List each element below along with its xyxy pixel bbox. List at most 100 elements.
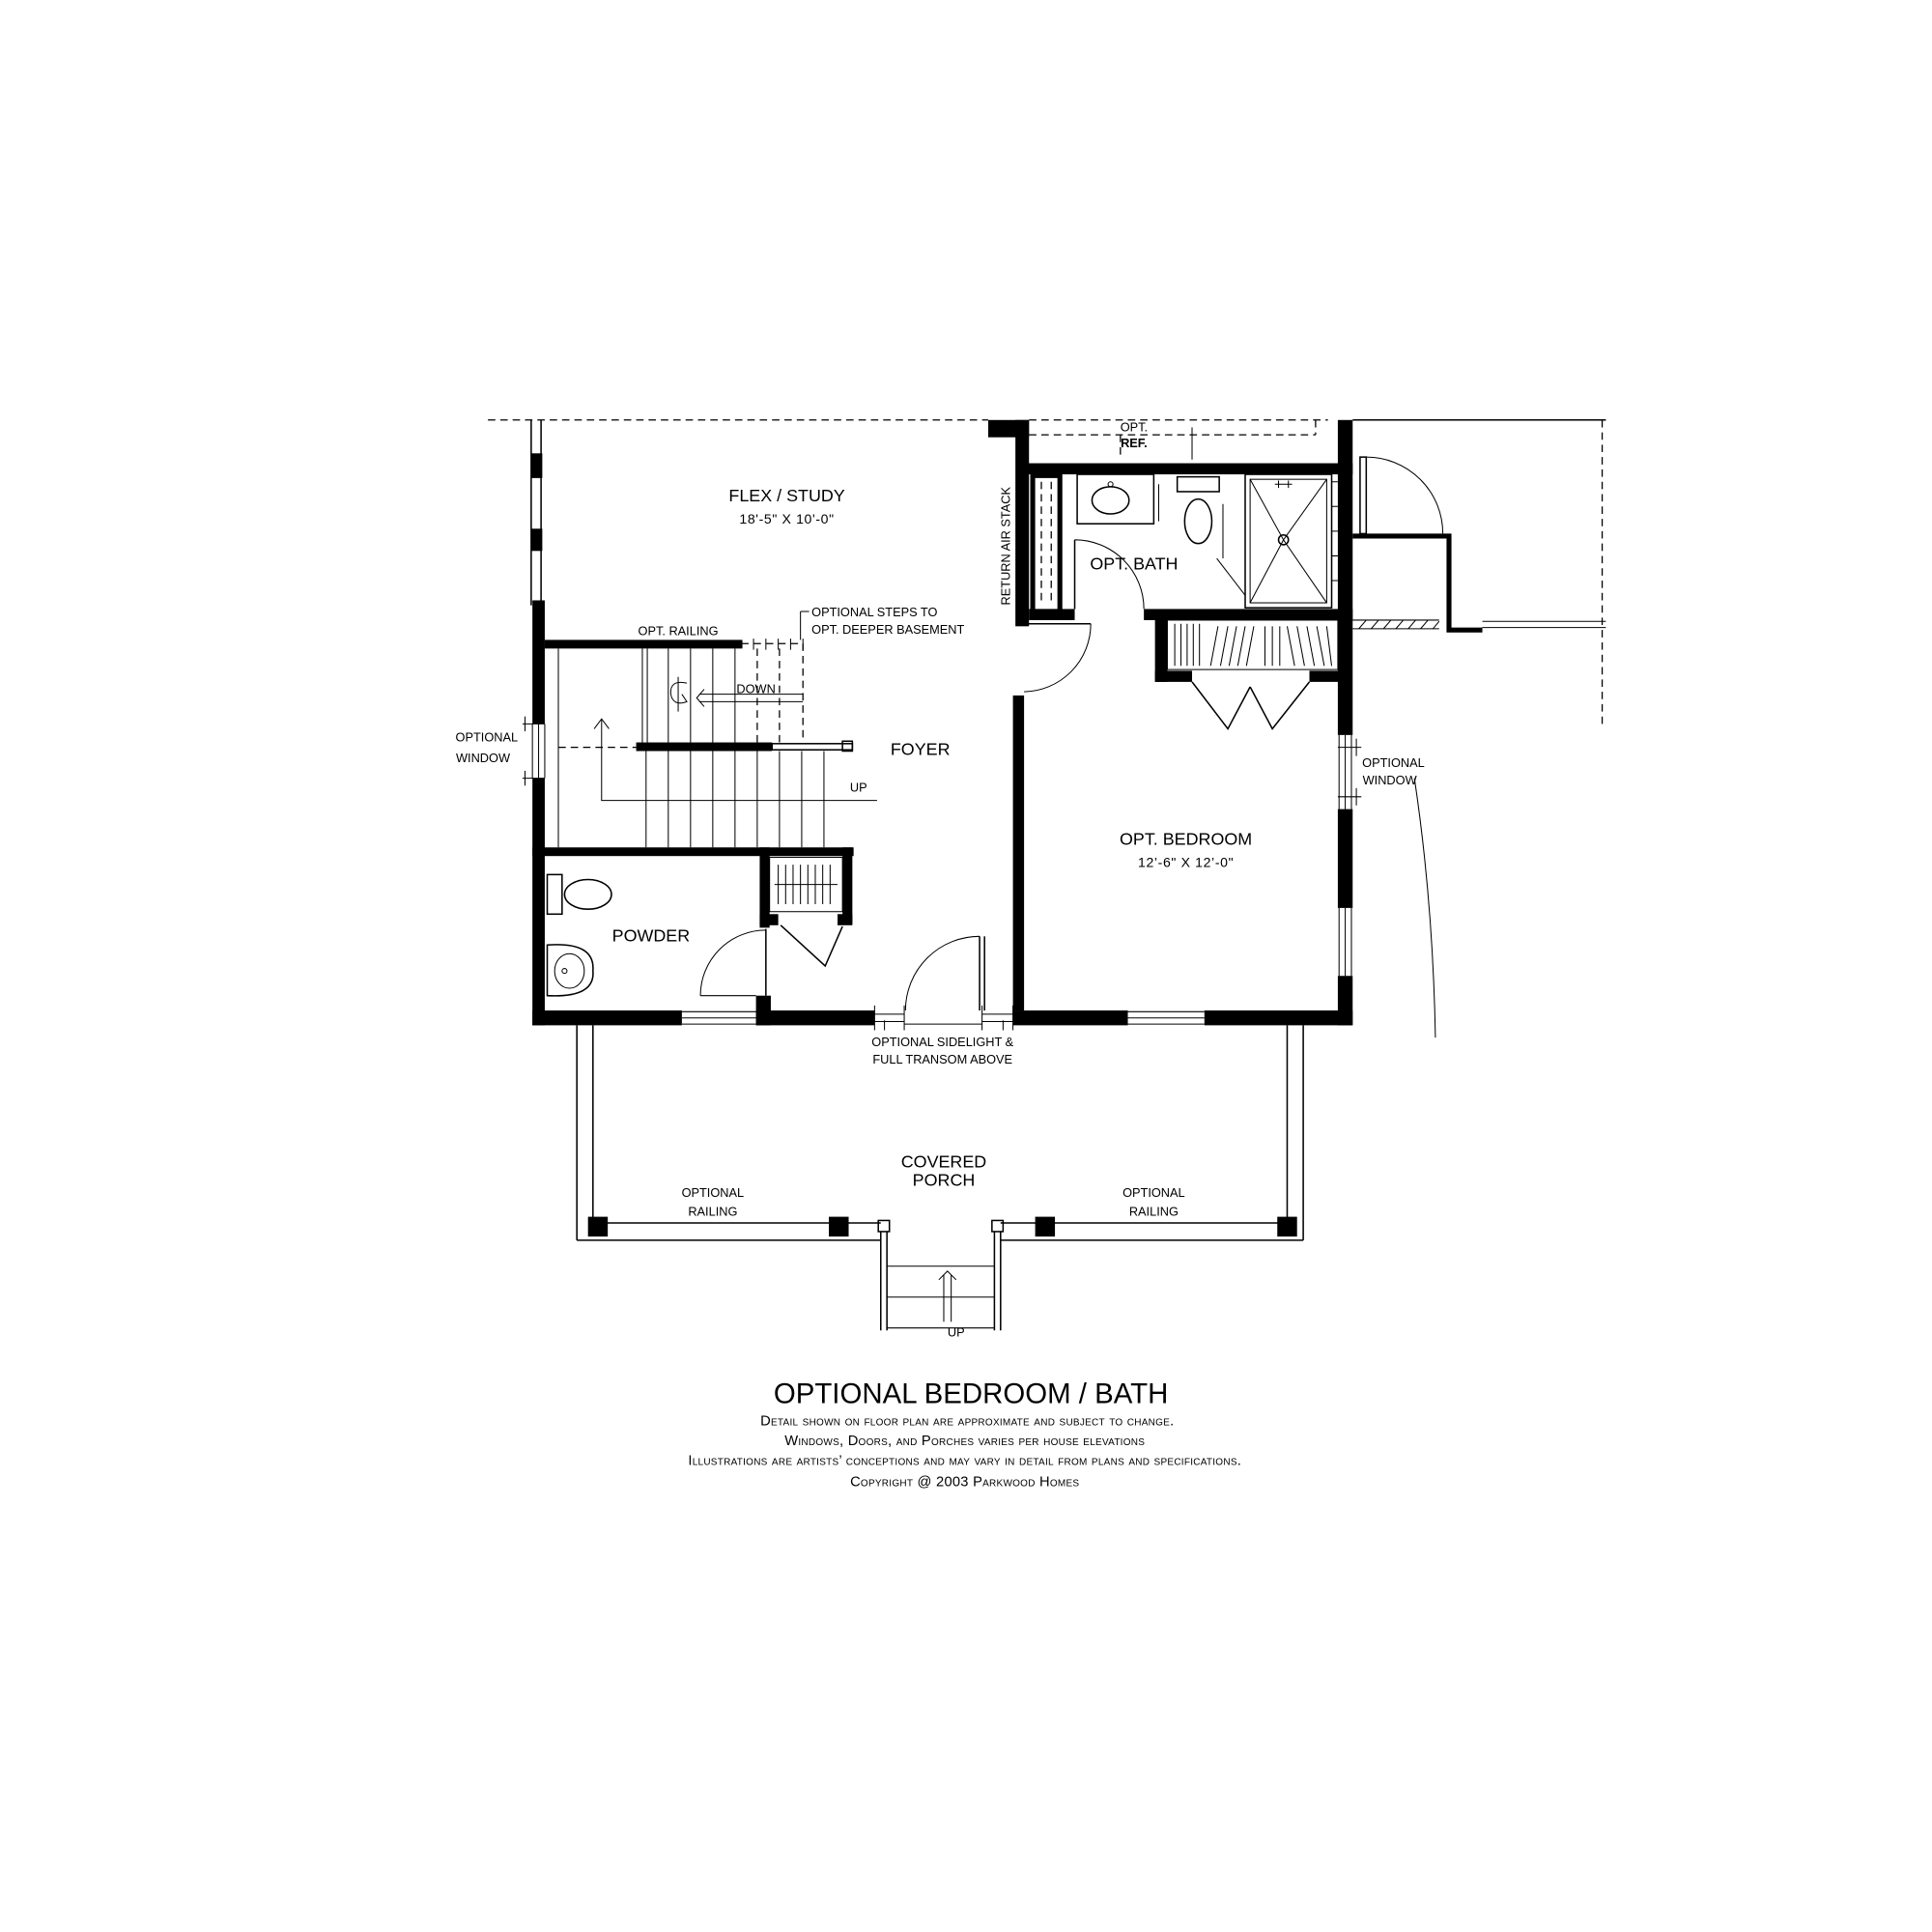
porch-steps xyxy=(879,1231,1002,1331)
room-size-opt-bedroom: 12’-6" X 12’-0" xyxy=(1138,855,1234,870)
sidelight-right xyxy=(981,1005,1014,1031)
shower-drain xyxy=(1277,533,1290,546)
shower-door xyxy=(1216,557,1246,596)
wall-stack-left xyxy=(1015,419,1030,627)
door-swing xyxy=(1074,539,1145,610)
powder-sink xyxy=(546,944,594,997)
door-swing xyxy=(699,929,766,996)
label-up-porch: UP xyxy=(948,1325,965,1340)
stack-chase xyxy=(1030,472,1063,614)
doors xyxy=(699,456,1606,1038)
bifold-door xyxy=(1249,681,1311,730)
exterior-curve xyxy=(1413,778,1436,1038)
label-optional-steps-2: OPT. DEEPER BASEMENT xyxy=(811,622,964,637)
wall-stair-mid xyxy=(636,742,773,752)
wall-bottom-4 xyxy=(1204,1010,1353,1026)
wall-coat-left xyxy=(759,847,770,928)
bath-door xyxy=(1073,539,1145,610)
shower-valve xyxy=(1274,480,1293,489)
wall-bath-top xyxy=(1022,463,1353,475)
return-air-stack xyxy=(1030,472,1063,614)
bifold-door xyxy=(780,924,843,968)
footer-note-2: Windows, Doors, and Porches varies per h… xyxy=(784,1434,1145,1449)
room-size-flex-study: 18'-5" X 10'-0" xyxy=(739,511,834,526)
window-bottom-left xyxy=(681,1010,756,1025)
label-railing-right-1: OPTIONAL xyxy=(1122,1185,1185,1200)
sidelight-left xyxy=(873,1005,905,1031)
footer-note-3: Illustrations are artists’ conceptions a… xyxy=(688,1454,1241,1469)
door-swing xyxy=(904,935,980,1011)
bifold-door xyxy=(1191,681,1251,730)
shower-pan-inner xyxy=(1249,478,1327,604)
window-bottom-right xyxy=(1127,1010,1205,1025)
plan-title: OPTIONAL BEDROOM / BATH xyxy=(774,1378,1168,1410)
wall-pier xyxy=(530,528,543,552)
footer: OPTIONAL BEDROOM / BATH Detail shown on … xyxy=(688,1378,1241,1491)
bedroom-door xyxy=(1024,623,1092,693)
porch-post xyxy=(587,1216,609,1237)
wall-stack-cap xyxy=(988,419,1030,438)
label-right-window-2: WINDOW xyxy=(1363,773,1417,787)
sink-drain xyxy=(561,968,568,975)
vanity-sink xyxy=(1091,486,1130,515)
room-name-powder: POWDER xyxy=(612,925,691,945)
label-sidelight-1: OPTIONAL SIDELIGHT & xyxy=(871,1035,1013,1049)
bath-vanity xyxy=(1076,473,1159,525)
room-name-foyer: FOYER xyxy=(891,739,951,758)
closet-hangers xyxy=(774,865,838,905)
wall-left-lower xyxy=(532,778,545,1026)
down-arrow xyxy=(696,689,804,707)
wall-closet-left xyxy=(1154,617,1168,682)
bath-shower xyxy=(1244,473,1338,609)
wall-pier xyxy=(530,453,543,478)
window-right-optional xyxy=(1337,734,1362,810)
wall-left-upper xyxy=(532,600,545,724)
room-name-covered: COVERED xyxy=(901,1151,987,1171)
toilet-tank xyxy=(546,873,563,916)
wall-bottom-1 xyxy=(532,1010,682,1026)
room-name-flex-study: FLEX / STUDY xyxy=(728,486,844,505)
closet-shelf-outline xyxy=(769,856,843,913)
front-door xyxy=(904,935,985,1011)
label-return-air-stack: RETURN AIR STACK xyxy=(999,486,1013,605)
toilet-bowl xyxy=(563,878,612,910)
pedestal-sink xyxy=(546,944,594,997)
porch-post xyxy=(1277,1216,1297,1237)
shower-pan xyxy=(1244,473,1333,609)
wall-right-2 xyxy=(1337,809,1353,908)
wall-stair-top xyxy=(544,639,743,649)
stairs xyxy=(557,639,877,848)
porch-step-post xyxy=(991,1219,1005,1233)
wall-coat-right xyxy=(842,847,853,924)
porch-post xyxy=(1035,1216,1056,1237)
wall-bottom-3 xyxy=(1012,1010,1128,1026)
footer-copyright: Copyright @ 2003 Parkwood Homes xyxy=(850,1474,1079,1490)
label-up-stair: UP xyxy=(850,781,867,795)
wall-bottom-2 xyxy=(755,1010,875,1026)
label-railing-left-1: OPTIONAL xyxy=(682,1185,745,1200)
stair-break-symbol xyxy=(669,676,688,712)
footer-note-1: Detail shown on floor plan are approxima… xyxy=(760,1414,1174,1430)
room-name-opt-bedroom: OPT. BEDROOM xyxy=(1120,830,1252,849)
bedroom-closet-doors xyxy=(1191,681,1311,730)
labels: FLEX / STUDY 18'-5" X 10'-0" OPT. REF. R… xyxy=(456,419,1425,1339)
door-leaf xyxy=(1359,456,1368,535)
powder-door xyxy=(699,928,767,997)
label-optional-steps-1: OPTIONAL STEPS TO xyxy=(811,605,937,619)
wall-right-3 xyxy=(1337,976,1353,1026)
closet-hangers xyxy=(1174,623,1333,667)
side-door xyxy=(1352,456,1606,1038)
wall-bath-bottom-left xyxy=(1029,609,1075,620)
window-left-optional xyxy=(522,716,546,786)
window-right-lower xyxy=(1338,907,1352,977)
label-opt-ref-1: OPT. xyxy=(1121,419,1148,434)
stair-newel xyxy=(841,740,854,753)
label-right-window-1: OPTIONAL xyxy=(1362,755,1425,770)
label-sidelight-2: FULL TRANSOM ABOVE xyxy=(872,1052,1012,1066)
label-opt-ref-2: REF. xyxy=(1121,436,1148,450)
wall-closet-bottom-right xyxy=(1309,670,1341,682)
sink-basin xyxy=(554,952,585,989)
stair-treads-lower xyxy=(645,751,825,848)
side-stoop-wall xyxy=(1352,533,1483,633)
wall-right-1 xyxy=(1337,419,1353,735)
